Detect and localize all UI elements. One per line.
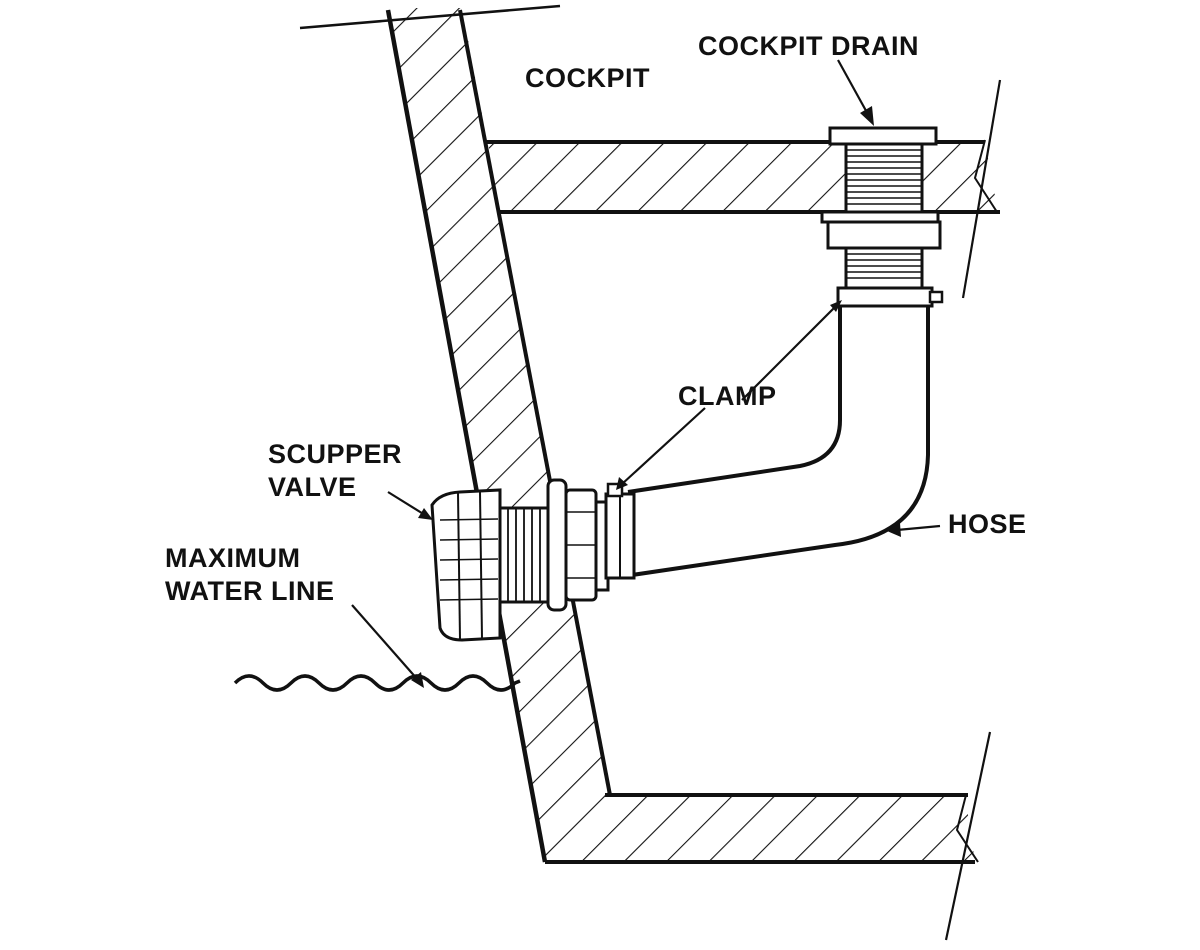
water-line-waves bbox=[233, 674, 521, 692]
upper-clamp bbox=[836, 286, 944, 308]
label-scupper-valve-line2: VALVE bbox=[268, 472, 357, 502]
label-cockpit-drain: COCKPIT DRAIN bbox=[698, 31, 919, 61]
leader-scupper-valve bbox=[387, 491, 433, 520]
hull-side bbox=[385, 8, 612, 863]
scupper-valve-fitting bbox=[430, 478, 610, 642]
leader-hose bbox=[887, 523, 941, 537]
cockpit-drain-fitting bbox=[820, 126, 942, 290]
label-scupper-valve: SCUPPER VALVE bbox=[268, 438, 402, 504]
label-max-water-line-line2: WATER LINE bbox=[165, 576, 335, 606]
bottom-hull bbox=[545, 731, 992, 941]
label-maximum-water-line: MAXIMUM WATER LINE bbox=[165, 542, 335, 608]
label-hose: HOSE bbox=[948, 509, 1027, 539]
label-cockpit: COCKPIT bbox=[525, 63, 650, 93]
leader-water-line bbox=[351, 604, 424, 688]
hose bbox=[627, 300, 930, 577]
leader-cockpit-drain bbox=[837, 59, 874, 126]
label-clamp: CLAMP bbox=[678, 381, 777, 411]
label-max-water-line-line1: MAXIMUM bbox=[165, 543, 301, 573]
label-scupper-valve-line1: SCUPPER bbox=[268, 439, 403, 469]
lower-clamp bbox=[604, 482, 636, 580]
leader-clamp-lower bbox=[616, 407, 706, 490]
leader-clamp-upper bbox=[741, 300, 842, 401]
